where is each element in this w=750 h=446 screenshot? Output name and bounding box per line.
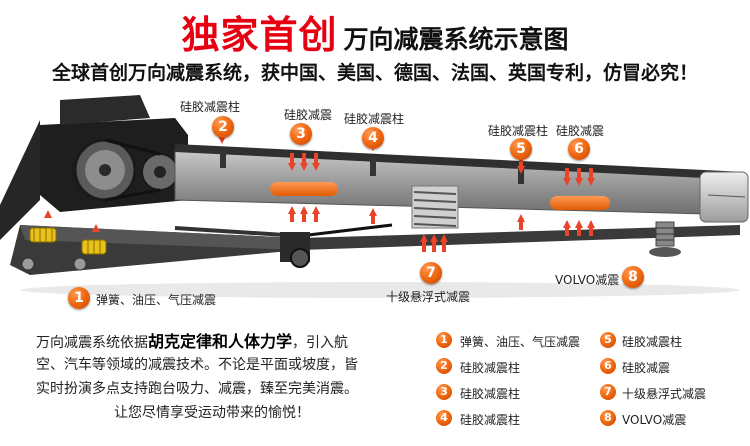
floor-shadow: [20, 282, 740, 298]
flywheel-hub: [99, 164, 111, 176]
legend-badge-4: 4: [436, 410, 452, 426]
callout-badge-2: 2: [212, 116, 234, 138]
post-2: [220, 150, 226, 168]
transport-wheel: [290, 248, 310, 268]
callout-label-4: 硅胶减震柱: [344, 112, 405, 126]
legend-label-1: 弹簧、油压、气压减震: [460, 335, 581, 349]
callout-badge-3: 3: [290, 123, 312, 145]
callout-label-2: 硅胶减震柱: [180, 100, 241, 114]
legend-label-3: 硅胶减震柱: [460, 387, 521, 401]
legend-label-7: 十级悬浮式减震: [622, 387, 707, 401]
motor-cover-top: [60, 95, 150, 125]
headline-black: 万向减震系统示意图: [343, 25, 569, 54]
force-arrows: [44, 126, 595, 252]
callout-label-7: 十级悬浮式减震: [386, 290, 471, 304]
legend-badge-7: 7: [600, 384, 616, 400]
legend-label-2: 硅胶减震柱: [460, 361, 521, 375]
suspension-springs: [411, 185, 459, 229]
legend-label-6: 硅胶减震: [622, 361, 671, 375]
callout-label-3: 硅胶减震: [284, 108, 333, 122]
rear-cap: [699, 171, 749, 223]
callout-badge-1: 1: [68, 287, 90, 309]
headline-red: 独家首创: [181, 13, 338, 57]
post-5: [518, 166, 524, 184]
callout-badge-7: 7: [420, 262, 442, 284]
front-frame: [0, 120, 40, 240]
legend-badge-3: 3: [436, 384, 452, 400]
callout-label-1: 弹簧、油压、气压减震: [96, 293, 217, 307]
silicone-pad-3: [270, 182, 338, 196]
legend-badge-2: 2: [436, 358, 452, 374]
legend-label-5: 硅胶减震柱: [622, 335, 683, 349]
callout-label-5: 硅胶减震柱: [488, 124, 549, 138]
description-line-4: 让您尽情享受运动带来的愉悦！: [114, 405, 310, 421]
treadmill-diagram: [0, 95, 749, 298]
silicone-pad-6: [550, 196, 610, 210]
legend-badge-1: 1: [436, 332, 452, 348]
legend-badge-6: 6: [600, 358, 616, 374]
gas-strut: [299, 223, 393, 238]
callout-label-8: VOLVO减震: [555, 273, 620, 287]
legend-label-8: VOLVO减震: [622, 413, 687, 427]
legend-badge-8: 8: [600, 410, 616, 426]
headline: 独家首创万向减震系统示意图: [0, 4, 750, 59]
legend-label-4: 硅胶减震柱: [460, 413, 521, 427]
incline-arm: [174, 226, 301, 238]
description-line-2: 空、汽车等领域的减震技术。不论是平面或坡度，皆: [36, 357, 358, 373]
callout-badge-4: 4: [362, 127, 384, 149]
volvo-shock: [649, 221, 681, 257]
base-frame-side: [20, 225, 300, 250]
description-line-3: 实时扮演多点支持跑台吸力、减震，臻至完美消震。: [36, 381, 358, 397]
front-yellow-springs: [21, 227, 107, 271]
front-roller-hub: [154, 166, 166, 178]
post-4: [370, 158, 376, 176]
callout-badge-8: 8: [622, 266, 644, 288]
legend-badge-5: 5: [600, 332, 616, 348]
description-line-1: 万向减震系统依据胡克定律和人体力学，引入航: [36, 332, 349, 351]
callout-badge-6: 6: [568, 138, 590, 160]
rear-cap-line: [707, 194, 746, 198]
callout-label-6: 硅胶减震: [556, 124, 605, 138]
subline: 全球首创万向减震系统，获中国、美国、德国、法国、英国专利，仿冒必究！: [51, 62, 698, 84]
drive-belt: [104, 138, 161, 202]
callout-badge-5: 5: [510, 138, 532, 160]
